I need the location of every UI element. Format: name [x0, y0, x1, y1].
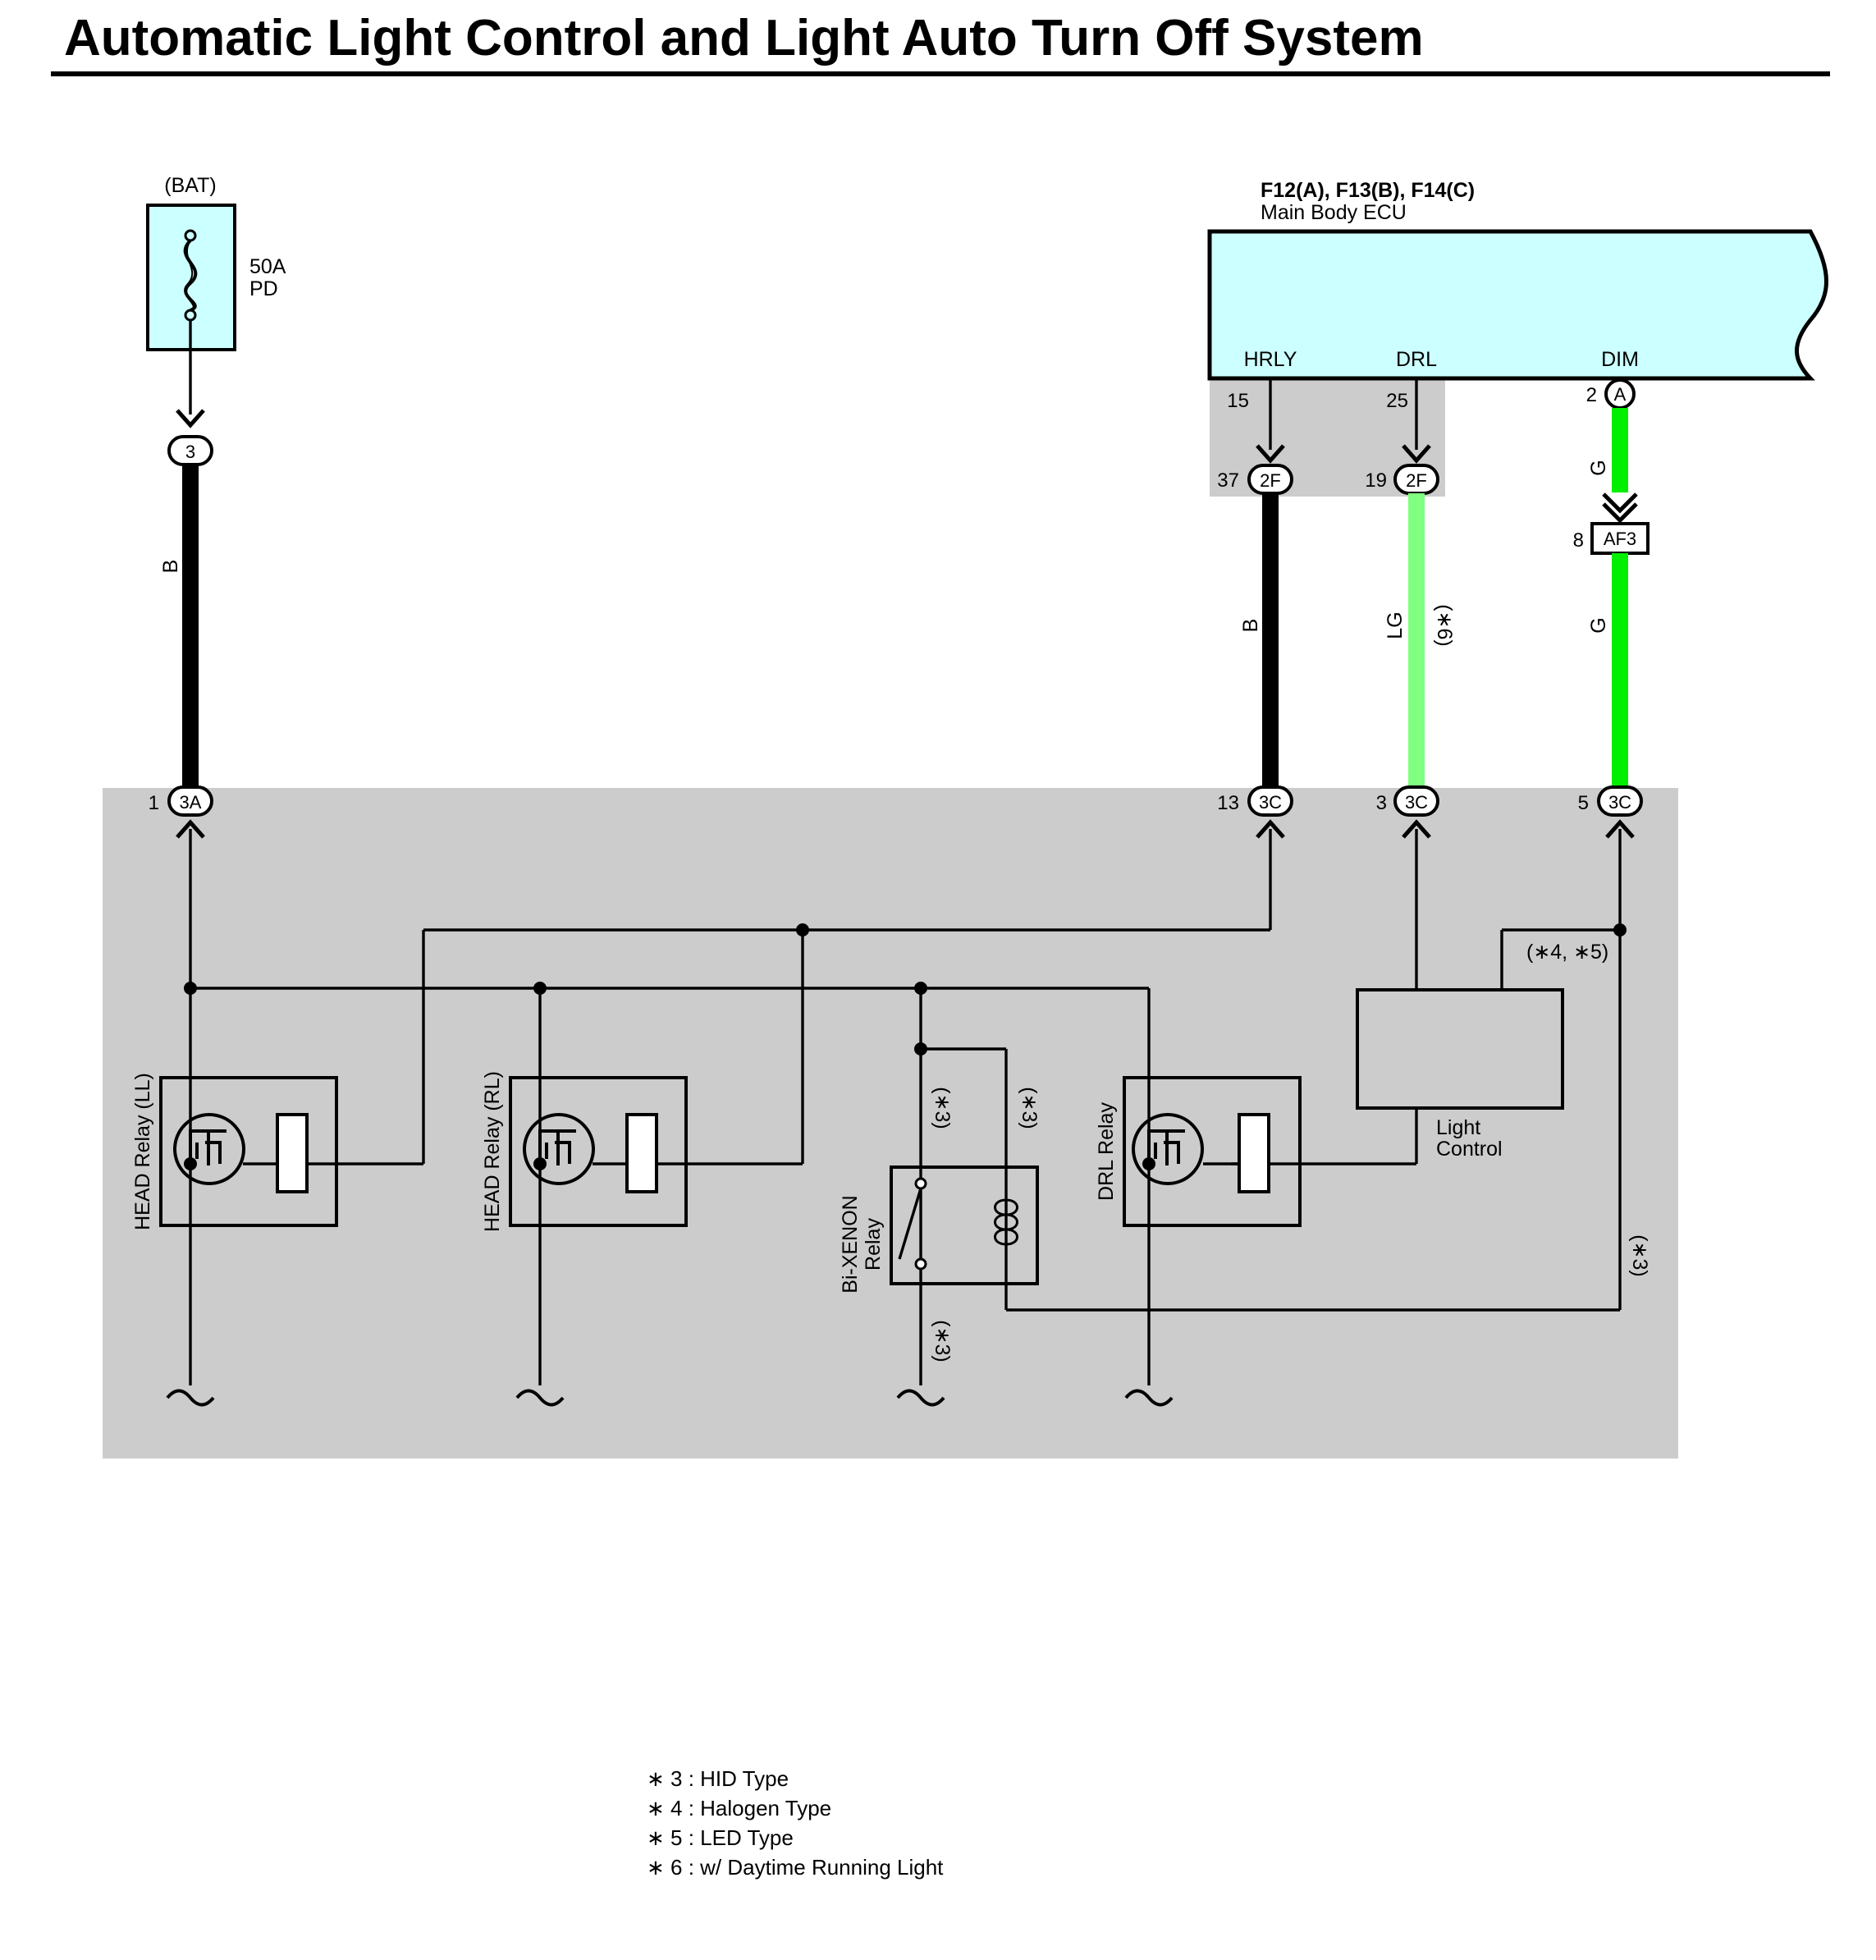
head-relay-ll: [159, 1076, 338, 1227]
head-relay-rl-label: HEAD Relay (RL): [481, 1071, 504, 1232]
ecu-name: Main Body ECU: [1261, 201, 1407, 224]
svg-text:3: 3: [1376, 792, 1387, 814]
hid-note-left: (∗3): [931, 1087, 954, 1129]
legend-item: ∗ 5 : LED Type: [647, 1825, 794, 1850]
drl-relay: [1123, 1076, 1302, 1227]
hid-note-dim: (∗3): [1628, 1234, 1651, 1277]
hrly-junction-code: 2F: [1260, 470, 1281, 491]
main-body-ecu: [1207, 229, 1828, 381]
junction-dots: [184, 923, 1627, 1056]
ecu-terminal-hrly: HRLY: [1244, 348, 1297, 371]
hid-note-bottom: (∗3): [931, 1320, 954, 1362]
af3-arrow: [1602, 492, 1638, 524]
svg-text:3C: 3C: [1259, 792, 1282, 813]
drl-arrow: [1402, 444, 1431, 464]
svg-text:13: 13: [1217, 792, 1239, 814]
af3-code: AF3: [1604, 529, 1636, 549]
diagram-title: Automatic Light Control and Light Auto T…: [64, 10, 1424, 66]
ecu-pin-hrly: 15: [1227, 390, 1249, 412]
ecu-terminal-dim: DIM: [1601, 348, 1639, 371]
wire-drl-color: LG: [1384, 611, 1407, 639]
ecu-connector-a-label: A: [1614, 384, 1627, 405]
svg-text:1: 1: [149, 792, 159, 814]
hrly-junction-pin: 37: [1217, 469, 1239, 492]
wire-drl-note: (∗6): [1433, 604, 1456, 647]
hrly-arrow: [1256, 444, 1285, 464]
ecu-connector-ids: F12(A), F13(B), F14(C): [1261, 179, 1475, 202]
halogen-led-note: (∗4, ∗5): [1526, 941, 1608, 964]
light-control-label-1: Light: [1436, 1116, 1480, 1139]
fuse-out-connector-label: 3: [185, 442, 195, 462]
internal-wiring: [189, 829, 1622, 1385]
bixenon-relay: [890, 1165, 1039, 1285]
svg-text:3C: 3C: [1405, 792, 1428, 813]
head-relay-rl: [509, 1076, 688, 1227]
ecu-pin-drl: 25: [1386, 390, 1408, 412]
ground-icons: [166, 1389, 1174, 1407]
relay-block-connector-13: 13 3C: [1217, 785, 1293, 839]
fuse-rating: 50A: [249, 255, 286, 278]
svg-text:3C: 3C: [1608, 792, 1631, 813]
drl-junction-code: 2F: [1406, 470, 1427, 491]
relay-block-connector-3: 3 3C: [1376, 785, 1439, 839]
wire-dim-upper-color: G: [1587, 460, 1610, 475]
title-underline: [51, 71, 1830, 76]
light-control-box: [1356, 988, 1564, 1110]
ecu-terminal-drl: DRL: [1396, 348, 1437, 371]
bixenon-relay-label-2: Relay: [862, 1218, 885, 1271]
legend-item: ∗ 6 : w/ Daytime Running Light: [647, 1855, 944, 1880]
wire-bat-color: B: [159, 560, 182, 574]
relay-block-connector-1: 1 3A: [149, 785, 213, 839]
legend-item: ∗ 4 : Halogen Type: [647, 1796, 831, 1820]
ecu-pin-dim: 2: [1586, 384, 1597, 406]
fuse-arrow: [176, 409, 205, 428]
bixenon-relay-label-1: Bi-XENON: [839, 1195, 862, 1293]
wire-dim-lower-color: G: [1587, 617, 1610, 633]
drl-relay-label: DRL Relay: [1095, 1102, 1118, 1201]
hid-note-right: (∗3): [1018, 1087, 1041, 1129]
light-control-label-2: Control: [1436, 1138, 1503, 1161]
relay-block-connector-5: 5 3C: [1578, 785, 1643, 839]
wire-hrly-color: B: [1239, 619, 1262, 633]
svg-text:5: 5: [1578, 792, 1589, 814]
legend: ∗ 3 : HID Type ∗ 4 : Halogen Type ∗ 5 : …: [647, 1766, 944, 1880]
af3-pin: 8: [1573, 529, 1584, 552]
legend-item: ∗ 3 : HID Type: [647, 1766, 789, 1791]
head-relay-ll-label: HEAD Relay (LL): [131, 1073, 154, 1230]
fuse-name: PD: [249, 277, 278, 300]
fuse-source-label: (BAT): [164, 174, 216, 197]
svg-text:3A: 3A: [180, 792, 202, 813]
drl-junction-pin: 19: [1365, 469, 1387, 492]
